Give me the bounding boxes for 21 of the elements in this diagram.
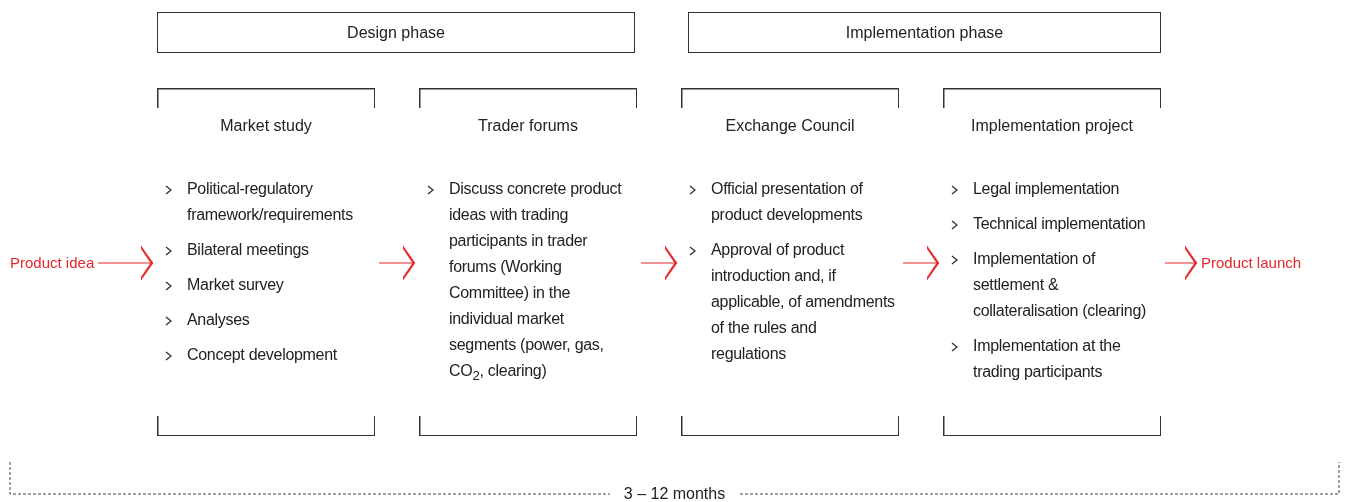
step-heading: Exchange Council [725,116,855,136]
phase-box: Implementation phase [688,12,1161,53]
bullet-text: Technical implementation [973,214,1147,234]
milestone-text: Product launch [1201,253,1302,273]
bullet-text: Political-regulatory framework/requirements [187,179,354,225]
bullet-text: Legal implementation [973,179,1121,199]
bullet-text: Analyses [187,310,251,330]
bullet-text: Discuss concrete product ideas with trading participants in trader forums (Working Committee) in the individual market segments (power, gas, CO$_{2}$, clearing) [449,179,623,386]
bullet-text: Market survey [187,275,285,295]
step-heading: Implementation project [971,116,1133,136]
milestone-text: Product idea [10,253,95,273]
bullet-text: Concept development [187,345,338,365]
step-heading: Trader forums [478,116,578,136]
bullet-text: Bilateral meetings [187,240,310,260]
bullet-text: Approval of product introduction and, if applicable, of amendments of the rules and regulations [711,240,895,364]
phase-box: Design phase [157,12,635,53]
step-heading: Market study [220,116,312,136]
duration-label: 3 – 12 months [623,485,726,502]
bullet-text: Implementation at the trading participants [973,336,1122,382]
bullet-text: Official presentation of product developments [711,179,864,225]
bullet-text: Implementation of settlement & collateralisation (clearing) [973,249,1147,321]
